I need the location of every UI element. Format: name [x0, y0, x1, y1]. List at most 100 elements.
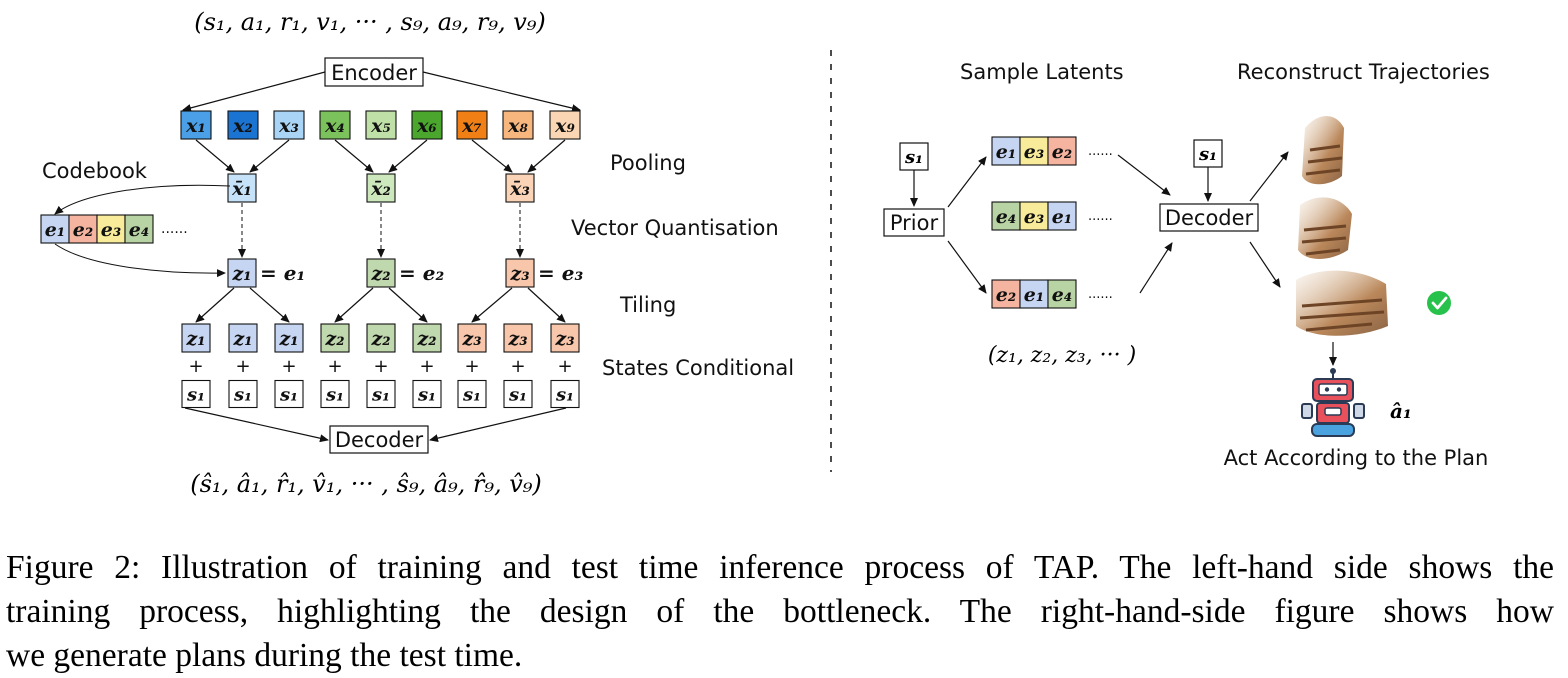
- svg-text:s₁: s₁: [325, 384, 344, 405]
- svg-text:e₂: e₂: [73, 219, 93, 241]
- codebook-arrow-out: [54, 243, 226, 278]
- output-sequence: (ŝ₁, â₁, r̂₁, v̂₁, ··· , ŝ₉, â₉, r̂₉, v̂…: [190, 470, 542, 498]
- svg-text:s₁: s₁: [279, 384, 298, 405]
- sample-latents-label: Sample Latents: [960, 60, 1124, 84]
- svg-text:e₁: e₁: [45, 219, 65, 241]
- state-token-right: s₁: [899, 142, 929, 171]
- latent-row-ellipsis: ......: [1088, 287, 1113, 302]
- action-label: â₁: [1390, 399, 1412, 423]
- svg-text:e₃: e₃: [1024, 206, 1044, 228]
- tiled-token: z₁: [228, 323, 258, 353]
- svg-text:z₁: z₁: [231, 263, 251, 285]
- codebook-ellipsis: ......: [161, 221, 188, 237]
- svg-text:s₁: s₁: [186, 384, 205, 405]
- state-token: s₁: [228, 379, 258, 409]
- latent-token: e₂: [1047, 136, 1077, 166]
- codebook-entry: e₁: [40, 214, 70, 244]
- svg-text:z₁: z₁: [232, 328, 252, 350]
- reconstruct-label: Reconstruct Trajectories: [1237, 60, 1490, 84]
- caption-line-2: training process, highlighting the desig…: [6, 593, 1554, 630]
- decoder-to-trajectory-arrows: [1249, 151, 1289, 288]
- svg-text:z₃: z₃: [509, 263, 529, 285]
- latent-token: e₁: [1047, 201, 1077, 231]
- quantised-token: z₃: [505, 258, 535, 288]
- svg-text:z₂: z₂: [416, 328, 436, 350]
- act-label: Act According to the Plan: [1224, 446, 1489, 470]
- codebook-arrow-in: [54, 184, 231, 215]
- latent-token: e₁: [991, 136, 1021, 166]
- quantised-equals: = e₂: [399, 261, 444, 285]
- svg-text:x̄₃: x̄₃: [509, 178, 530, 200]
- svg-text:e₄: e₄: [996, 206, 1016, 228]
- quantisation-arrows: [238, 203, 524, 258]
- encoder-arrows: [182, 71, 581, 113]
- svg-text:e₂: e₂: [1052, 141, 1072, 163]
- caption-line-3: we generate plans during the test time.: [6, 637, 523, 674]
- svg-text:e₁: e₁: [1024, 284, 1044, 306]
- decoder-label-left: Decoder: [335, 428, 424, 452]
- svg-text:s₁: s₁: [462, 384, 481, 405]
- tiling-arrows: [195, 287, 566, 323]
- latent-token: e₄: [1047, 279, 1077, 309]
- check-circle-icon: [1427, 291, 1451, 315]
- svg-text:z₂: z₂: [324, 328, 344, 350]
- svg-text:s₁: s₁: [904, 147, 923, 168]
- state-token: s₁: [274, 379, 304, 409]
- svg-text:s₁: s₁: [371, 384, 390, 405]
- svg-text:z₃: z₃: [507, 328, 527, 350]
- tiled-token: z₁: [274, 323, 304, 353]
- svg-text:z₃: z₃: [461, 328, 481, 350]
- codebook-label: Codebook: [42, 159, 148, 183]
- input-sequence: (s₁, a₁, r₁, v₁, ··· , s₉, a₉, r₉, v₉): [194, 8, 546, 36]
- state-token: s₁: [366, 379, 396, 409]
- svg-text:x̄₁: x̄₁: [231, 178, 252, 200]
- pooled-token: x̄₂: [366, 173, 396, 203]
- svg-text:x₉: x₉: [554, 115, 575, 137]
- plus-sign: +: [510, 356, 525, 377]
- quantised-equals: = e₁: [260, 261, 305, 285]
- svg-text:z₃: z₃: [554, 328, 574, 350]
- latent-to-decoder-arrows: [1117, 154, 1173, 294]
- latent-token: e₃: [1019, 136, 1049, 166]
- svg-text:e₁: e₁: [996, 141, 1016, 163]
- quantised-token: z₂: [366, 258, 396, 288]
- latent-token: e₁: [1019, 279, 1049, 309]
- svg-text:x₅: x₅: [370, 115, 391, 137]
- tiled-token: z₃: [550, 323, 580, 353]
- tiled-token: z₂: [366, 323, 396, 353]
- quantised-token: z₁: [227, 258, 257, 288]
- plus-sign: +: [464, 356, 479, 377]
- svg-text:x₃: x₃: [278, 115, 299, 137]
- encoder-label: Encoder: [331, 61, 417, 85]
- x-token: x₆: [411, 110, 443, 140]
- state-token: s₁: [320, 379, 350, 409]
- decoder-box-left: Decoder: [329, 425, 429, 454]
- svg-text:z₁: z₁: [185, 328, 205, 350]
- svg-text:e₃: e₃: [101, 219, 121, 241]
- state-token: s₁: [181, 379, 211, 409]
- tiled-token: z₃: [503, 323, 533, 353]
- svg-text:s₁: s₁: [233, 384, 252, 405]
- tiled-token: z₁: [181, 323, 211, 353]
- state-token: s₁: [457, 379, 487, 409]
- x-token: x₅: [365, 110, 397, 140]
- x-token: x₉: [549, 110, 581, 140]
- codebook-entry: e₃: [96, 214, 126, 244]
- svg-text:x₁: x₁: [185, 115, 206, 137]
- plus-sign: +: [373, 356, 388, 377]
- z-sequence: (z₁, z₂, z₃, ··· ): [988, 343, 1136, 368]
- plus-sign: +: [188, 356, 203, 377]
- tap-figure: (s₁, a₁, r₁, v₁, ··· , s₉, a₉, r₉, v₉) E…: [40, 8, 1490, 498]
- svg-text:x₆: x₆: [416, 115, 437, 137]
- quantised-equals: = e₃: [538, 261, 583, 285]
- plus-sign: +: [327, 356, 342, 377]
- svg-text:z₁: z₁: [278, 328, 298, 350]
- plus-sign: +: [235, 356, 250, 377]
- latent-row-ellipsis: ......: [1088, 144, 1113, 159]
- svg-text:x̄₂: x̄₂: [370, 178, 391, 200]
- robot-icon: [1301, 368, 1365, 437]
